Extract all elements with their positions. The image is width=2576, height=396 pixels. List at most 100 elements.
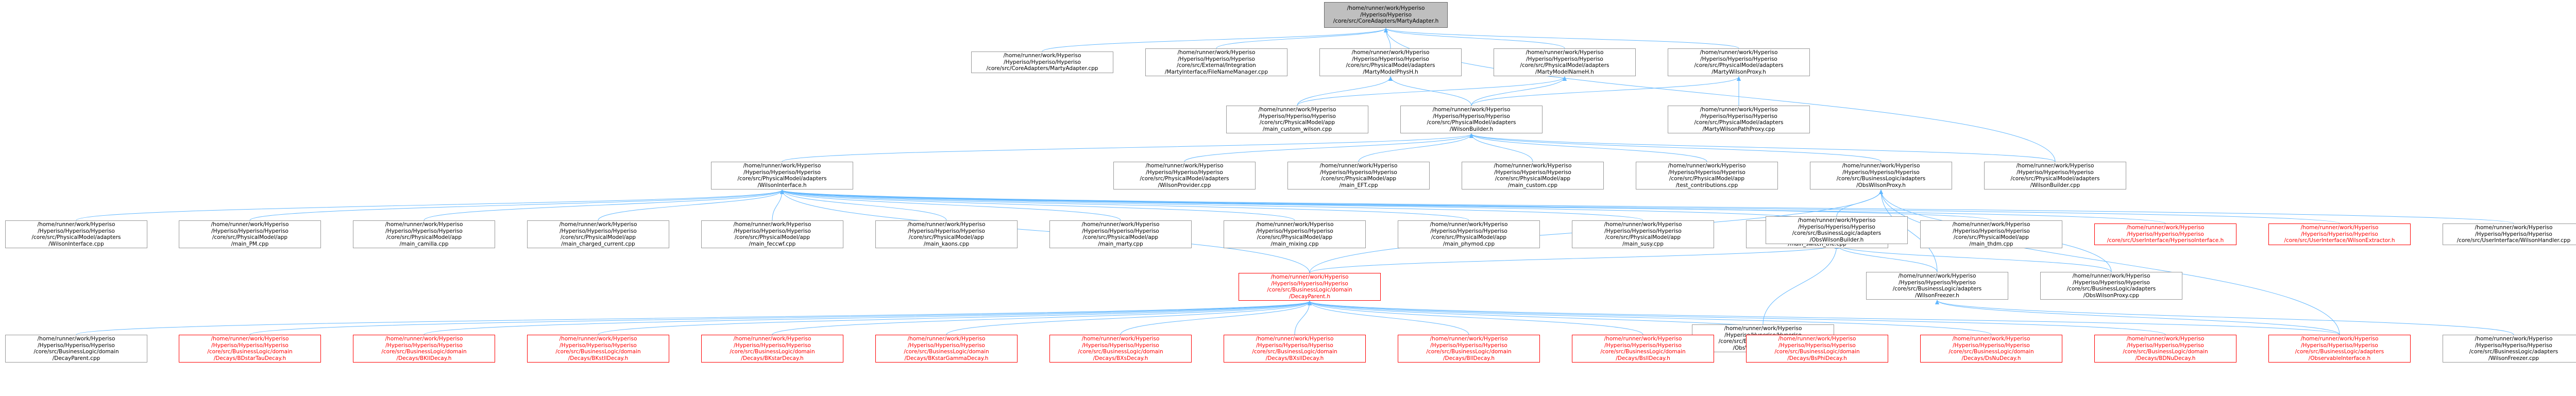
edge-marty-model-name-h-to-root [1384,28,1565,49]
node-label-line: /Decays/BDNuDecay.h [2135,355,2196,361]
node-obs-wilson-proxy-h[interactable]: /home/runner/work/Hyperiso/Hyperiso/Hype… [1810,162,1952,190]
node-marty-model-name-h[interactable]: /home/runner/work/Hyperiso/Hyperiso/Hype… [1494,48,1636,76]
edge-wilson-interface-cpp-to-wilson-interface-h [76,190,784,221]
node-root[interactable]: /home/runner/work/Hyperiso/Hyperiso/Hype… [1324,2,1448,28]
node-label-line: /main_feccwf.cpp [749,240,796,247]
node-wilson-builder-cpp[interactable]: /home/runner/work/Hyperiso/Hyperiso/Hype… [1984,162,2126,190]
node-main-thdm[interactable]: /home/runner/work/Hyperiso/Hyperiso/Hype… [1920,220,2062,248]
node-label-line: /core/src/UserInterface/WilsonExtractor.… [2284,237,2395,244]
node-label-line: /home/runner/work/Hyperiso [1430,336,1508,342]
node-wilson-freezer-cpp[interactable]: /home/runner/work/Hyperiso/Hyperiso/Hype… [2443,335,2576,363]
node-b-xs-decay[interactable]: /home/runner/work/Hyperiso/Hyperiso/Hype… [1049,335,1192,363]
node-decay-parent-h[interactable]: /home/runner/work/Hyperiso/Hyperiso/Hype… [1239,273,1381,301]
node-test-contributions[interactable]: /home/runner/work/Hyperiso/Hyperiso/Hype… [1636,162,1778,190]
edge-decay-parent-h-to-obs-wilson-builder-h [1309,244,1839,273]
node-label-line: /home/runner/work/Hyperiso [1081,336,1160,342]
node-label-line: /main_charged_current.cpp [561,240,635,247]
node-label-line: /Hyperiso/Hyperiso/Hyperiso [1146,169,1223,176]
node-label-line: /Decays/BsllDecay.h [1616,355,1670,361]
node-label-line: /core/src/BusinessLogic/domain [33,349,119,355]
node-bsll-decay[interactable]: /home/runner/work/Hyperiso/Hyperiso/Hype… [1572,335,1714,363]
node-b-dstar-tau-decay[interactable]: /home/runner/work/Hyperiso/Hyperiso/Hype… [179,335,321,363]
node-b-kstll-decay[interactable]: /home/runner/work/Hyperiso/Hyperiso/Hype… [527,335,669,363]
edge-b-xsll-decay-to-decay-parent-h [1294,301,1312,335]
node-obs-wilson-proxy-cpp[interactable]: /home/runner/work/Hyperiso/Hyperiso/Hype… [2040,272,2182,300]
node-label-line: /Hyperiso/Hyperiso/Hyperiso [1842,169,1920,176]
node-label-line: /Hyperiso/Hyperiso/Hyperiso [560,342,637,349]
node-label-line: /home/runner/work/Hyperiso [2475,336,2553,342]
node-main-susy[interactable]: /home/runner/work/Hyperiso/Hyperiso/Hype… [1572,220,1714,248]
node-marty-adapter-cpp[interactable]: /home/runner/work/Hyperiso/Hyperiso/Hype… [971,51,1113,73]
node-main-phymod[interactable]: /home/runner/work/Hyperiso/Hyperiso/Hype… [1398,220,1540,248]
node-label-line: /home/runner/work/Hyperiso [1256,336,1334,342]
node-main-marty[interactable]: /home/runner/work/Hyperiso/Hyperiso/Hype… [1049,220,1192,248]
node-main-pm[interactable]: /home/runner/work/Hyperiso/Hyperiso/Hype… [179,220,321,248]
node-label-line: /Hyperiso/Hyperiso/Hyperiso [1604,228,1682,234]
node-main-camilla[interactable]: /home/runner/work/Hyperiso/Hyperiso/Hype… [353,220,495,248]
node-marty-model-hpp[interactable]: /home/runner/work/Hyperiso/Hyperiso/Hype… [1319,48,1462,76]
node-marty-wilson-path-proxy[interactable]: /home/runner/work/Hyperiso/Hyperiso/Hype… [1668,106,1810,133]
node-label-line: /core/src/BusinessLogic/domain [904,349,989,355]
node-marty-wilson-proxy-h[interactable]: /home/runner/work/Hyperiso/Hyperiso/Hype… [1668,48,1810,76]
node-b-xsll-decay[interactable]: /home/runner/work/Hyperiso/Hyperiso/Hype… [1224,335,1366,363]
node-bll-decay[interactable]: /home/runner/work/Hyperiso/Hyperiso/Hype… [1398,335,1540,363]
node-label-line: /Hyperiso/Hyperiso/Hyperiso [38,228,115,234]
edge-main-phymod-to-wilson-interface-h [780,190,1469,221]
node-wilson-extractor[interactable]: /home/runner/work/Hyperiso/Hyperiso/Hype… [2268,223,2411,245]
node-label-line: /core/src/PhysicalModel/adapters [737,176,827,182]
node-b-dnu-decay[interactable]: /home/runner/work/Hyperiso/Hyperiso/Hype… [2094,335,2236,363]
edge-marty-adapter-cpp-to-root [1042,28,1388,52]
node-main-charged-current[interactable]: /home/runner/work/Hyperiso/Hyperiso/Hype… [527,220,669,248]
node-label-line: /home/runner/work/Hyperiso [385,221,463,228]
node-label-line: /core/src/BusinessLogic/domain [1948,349,2034,355]
node-wilson-builder-h[interactable]: /home/runner/work/Hyperiso/Hyperiso/Hype… [1400,106,1543,133]
edge-main-mixing-to-wilson-interface-h [780,190,1295,221]
node-label-line: /core/src/External/Integration [1177,62,1256,68]
edge-bll-decay-to-decay-parent-h [1308,301,1469,335]
node-label-line: /core/src/UserInterface/WilsonHandler.cp… [2456,237,2571,244]
node-label-line: /Hyperiso/Hyperiso/Hyperiso [1494,169,1571,176]
edge-wilson-handler-to-wilson-interface-h [780,190,2514,224]
node-label-line: /Hyperiso/Hyperiso/Hyperiso [2127,231,2204,237]
node-marty-interface[interactable]: /home/runner/work/Hyperiso/Hyperiso/Hype… [1145,48,1287,76]
node-decay-parent-cpp[interactable]: /home/runner/work/Hyperiso/Hyperiso/Hype… [5,335,147,363]
node-label-line: /core/src/PhysicalModel/adapters [1140,176,1229,182]
node-wilson-handler[interactable]: /home/runner/work/Hyperiso/Hyperiso/Hype… [2443,223,2576,245]
node-label-line: /core/src/PhysicalModel/adapters [1694,119,1784,126]
node-main-mixing[interactable]: /home/runner/work/Hyperiso/Hyperiso/Hype… [1224,220,1366,248]
node-hyperiso-interface[interactable]: /home/runner/work/Hyperiso/Hyperiso/Hype… [2094,223,2236,245]
node-label-line: /core/src/PhysicalModel/app [1320,176,1397,182]
edge-wilson-provider-cpp-to-wilson-builder-h [1184,133,1473,162]
node-b-kstar-decay[interactable]: /home/runner/work/Hyperiso/Hyperiso/Hype… [701,335,843,363]
edge-marty-wilson-proxy-h-to-root [1384,28,1739,49]
node-label-line: /Hyperiso/Hyperiso/Hyperiso [908,228,985,234]
node-main-custom-wilson[interactable]: /home/runner/work/Hyperiso/Hyperiso/Hype… [1226,106,1368,133]
node-ds-nu-decay[interactable]: /home/runner/work/Hyperiso/Hyperiso/Hype… [1920,335,2062,363]
node-wilson-freezer-h[interactable]: /home/runner/work/Hyperiso/Hyperiso/Hype… [1866,272,2008,300]
node-main-eft-cpp[interactable]: /home/runner/work/Hyperiso/Hyperiso/Hype… [1287,162,1430,190]
edge-obs-wilson-builder-cpp-to-obs-wilson-builder-h [1762,244,1839,325]
node-label-line: /home/runner/work/Hyperiso [211,336,289,342]
node-label-line: /home/runner/work/Hyperiso [1347,5,1425,12]
node-wilson-interface-cpp[interactable]: /home/runner/work/Hyperiso/Hyperiso/Hype… [5,220,147,248]
node-label-line: /WilsonInterface.h [757,182,807,188]
node-main-kaons[interactable]: /home/runner/work/Hyperiso/Hyperiso/Hype… [875,220,1018,248]
node-label-line: /MartyModelPhysH.h [1363,68,1418,75]
node-b-kstar-gamma-decay[interactable]: /home/runner/work/Hyperiso/Hyperiso/Hype… [875,335,1018,363]
node-wilson-provider-cpp[interactable]: /home/runner/work/Hyperiso/Hyperiso/Hype… [1113,162,1256,190]
node-main-custom-cpp[interactable]: /home/runner/work/Hyperiso/Hyperiso/Hype… [1462,162,1604,190]
node-label-line: /core/src/PhysicalModel/app [1669,176,1745,182]
node-b-kll-decay[interactable]: /home/runner/work/Hyperiso/Hyperiso/Hype… [353,335,495,363]
node-label-line: /home/runner/work/Hyperiso [1952,221,2030,228]
node-label-line: /core/src/PhysicalModel/app [560,234,636,240]
edge-main-feccwf-to-wilson-interface-h [772,190,784,221]
edge-b-xs-decay-to-decay-parent-h [1120,301,1312,335]
node-bs-phi-decay[interactable]: /home/runner/work/Hyperiso/Hyperiso/Hype… [1746,335,1888,363]
node-wilson-interface-h[interactable]: /home/runner/work/Hyperiso/Hyperiso/Hype… [711,162,853,190]
node-label-line: /home/runner/work/Hyperiso [1700,107,1778,113]
node-label-line: /home/runner/work/Hyperiso [2475,225,2553,231]
node-observable-interface[interactable]: /home/runner/work/Hyperiso/Hyperiso/Hype… [2268,335,2411,363]
node-label-line: /home/runner/work/Hyperiso [1494,163,1572,169]
node-obs-wilson-builder-h[interactable]: /home/runner/work/Hyperiso/Hyperiso/Hype… [1766,216,1908,244]
node-main-feccwf[interactable]: /home/runner/work/Hyperiso/Hyperiso/Hype… [701,220,843,248]
